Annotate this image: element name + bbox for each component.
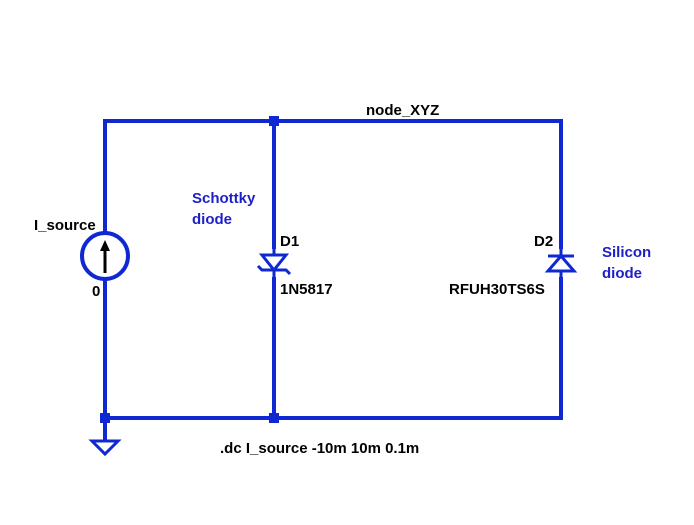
- d2-name-label[interactable]: D2: [534, 233, 554, 250]
- junction-bottom-source: [100, 413, 110, 423]
- junctions: [100, 116, 279, 423]
- ground-icon[interactable]: [88, 439, 122, 457]
- diode-icon[interactable]: [544, 247, 578, 279]
- comment-silicon-line2[interactable]: diode: [602, 265, 642, 282]
- current-source-icon[interactable]: [80, 231, 130, 281]
- comment-schottky-line1[interactable]: Schottky: [192, 190, 256, 207]
- junction-top: [269, 116, 279, 126]
- d2-model-label[interactable]: RFUH30TS6S: [449, 281, 545, 298]
- schottky-diode-icon[interactable]: [256, 247, 292, 279]
- d1-model-label[interactable]: 1N5817: [280, 281, 333, 298]
- wires: [103, 119, 563, 440]
- source-value-label[interactable]: 0: [92, 283, 101, 300]
- net-name-label[interactable]: node_XYZ: [366, 102, 440, 119]
- comment-schottky-line2[interactable]: diode: [192, 211, 232, 228]
- spice-directive[interactable]: .dc I_source -10m 10m 0.1m: [220, 440, 420, 457]
- comment-silicon-line1[interactable]: Silicon: [602, 244, 652, 261]
- d1-name-label[interactable]: D1: [280, 233, 300, 250]
- junction-bottom-d1: [269, 413, 279, 423]
- source-name-label[interactable]: I_source: [34, 217, 96, 234]
